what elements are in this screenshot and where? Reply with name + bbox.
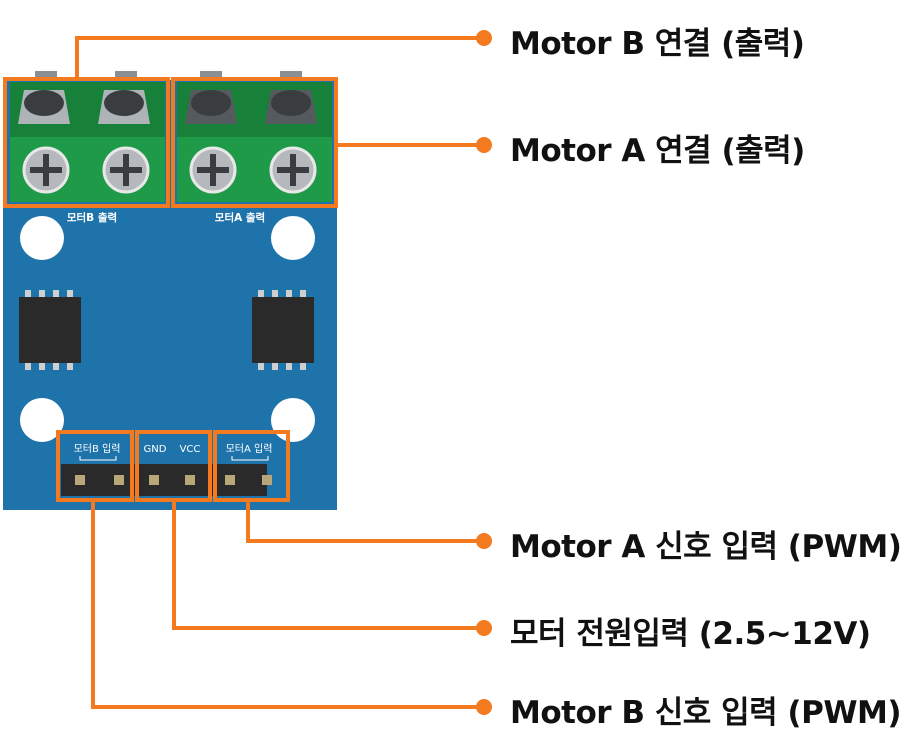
callout-motor-b-connection: Motor B 연결 (출력)	[510, 26, 805, 62]
silk-motor-a-input: 모터A 입력	[226, 442, 273, 455]
callout-power-input: 모터 전원입력 (2.5~12V)	[510, 616, 871, 652]
callout-dot	[476, 620, 492, 636]
driver-chip-left	[19, 290, 81, 370]
mounting-hole	[20, 216, 64, 260]
callout-dot	[476, 699, 492, 715]
silk-motor-b-input: 모터B 입력	[74, 442, 121, 455]
callout-dot	[476, 137, 492, 153]
highlight-motor-b-terminal	[3, 77, 170, 208]
leader-power	[172, 500, 484, 630]
silk-motor-b-output: 모터B 출력	[67, 211, 117, 224]
header-pins	[61, 464, 272, 496]
mounting-hole	[20, 398, 64, 442]
callout-dot	[476, 30, 492, 46]
mounting-hole	[271, 216, 315, 260]
callout-motor-a-connection: Motor A 연결 (출력)	[510, 133, 805, 169]
leader-motor-a-signal	[246, 500, 484, 543]
highlight-motor-a-input	[213, 430, 290, 502]
highlight-motor-a-terminal	[171, 77, 338, 208]
mounting-hole	[271, 398, 315, 442]
leader-motor-b-conn	[75, 36, 484, 80]
silk-vcc: VCC	[180, 444, 201, 455]
callout-motor-a-signal: Motor A 신호 입력 (PWM)	[510, 529, 900, 565]
terminal-block-motor-b	[10, 71, 165, 202]
silk-gnd: GND	[144, 444, 167, 455]
silk-motor-a-output: 모터A 출력	[215, 211, 265, 224]
leader-motor-b-signal	[91, 500, 484, 709]
driver-chip-right	[252, 290, 314, 370]
callout-dot	[476, 533, 492, 549]
terminal-block-motor-a	[177, 71, 332, 202]
callout-motor-b-signal: Motor B 신호 입력 (PWM)	[510, 695, 900, 731]
